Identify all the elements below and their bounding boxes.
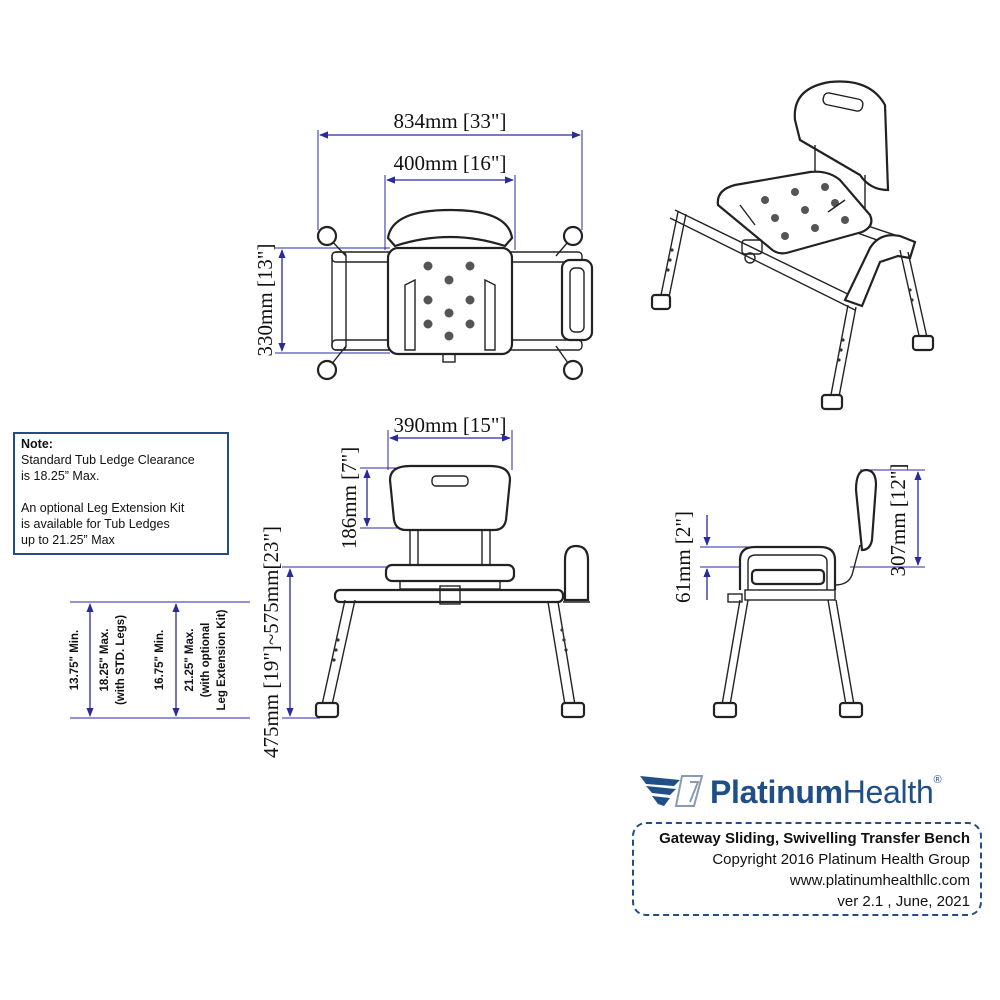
seat-height-label: 475mm [19"]~575mm[23"] <box>259 526 283 758</box>
version-text: ver 2.1 , June, 2021 <box>837 893 970 910</box>
winged-emblem-icon <box>640 775 704 807</box>
note-line: Standard Tub Ledge Clearance <box>21 453 195 467</box>
seat-depth-label: 330mm [13"] <box>253 244 277 357</box>
note-line: up to 21.25” Max <box>21 533 115 547</box>
top-view: 834mm [33"] 400mm [16"] 330mm [13"] <box>253 109 594 381</box>
brand-name-bold: Platinum <box>710 774 843 810</box>
perspective-view <box>650 80 935 411</box>
brand-wordmark: PlatinumHealth® <box>710 774 942 810</box>
note-box: Note: Standard Tub Ledge Clearance is 18… <box>13 432 229 555</box>
copyright-text: Copyright 2016 Platinum Health Group <box>712 851 970 868</box>
side-view: 61mm [2"] 307mm [12"] <box>671 464 925 719</box>
front-view: 390mm [15"] 186mm [7"] 475mm [19"]~575mm… <box>259 413 590 758</box>
armrest-height-label: 61mm [2"] <box>671 511 695 603</box>
ext-max-note-1: (with optional <box>200 623 212 698</box>
std-max-note: (with STD. Legs) <box>115 615 127 705</box>
info-box: Gateway Sliding, Swivelling Transfer Ben… <box>632 822 982 916</box>
note-line: An optional Leg Extension Kit <box>21 501 185 515</box>
product-title: Gateway Sliding, Swivelling Transfer Ben… <box>659 830 970 847</box>
note-heading: Note: <box>21 437 53 451</box>
std-max-label: 18.25" Max. <box>99 629 111 692</box>
note-line: is available for Tub Ledges <box>21 517 170 531</box>
brand-name-regular: Health <box>842 774 934 810</box>
website-text: www.platinumhealthllc.com <box>789 872 970 889</box>
ext-min-label: 16.75" Min. <box>154 630 166 690</box>
backrest-drop-label: 307mm [12"] <box>886 464 910 577</box>
note-line: is 18.25” Max. <box>21 469 100 483</box>
std-min-label: 13.75" Min. <box>69 630 81 690</box>
back-width-label: 390mm [15"] <box>394 413 507 437</box>
brand-logo: PlatinumHealth® <box>640 770 990 820</box>
ext-max-note-2: Leg Extension Kit) <box>216 609 228 710</box>
ext-max-label: 21.25" Max. <box>184 629 196 692</box>
overall-width-label: 834mm [33"] <box>394 109 507 133</box>
back-height-label: 186mm [7"] <box>337 447 361 549</box>
ledge-clearance-scale: 13.75" Min. 18.25" Max. (with STD. Legs)… <box>69 601 250 719</box>
seat-width-label: 400mm [16"] <box>394 151 507 175</box>
